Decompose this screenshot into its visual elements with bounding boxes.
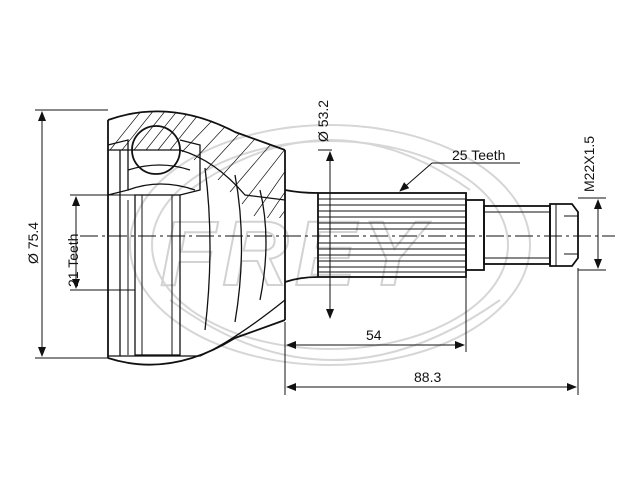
bell-housing <box>107 110 286 366</box>
dimension-thread: M22X1.5 <box>578 136 606 271</box>
label-outer-teeth: 25 Teeth <box>452 147 505 163</box>
brand-watermark: FREY <box>129 124 531 366</box>
dimension-shaft-length: 54 <box>284 277 467 395</box>
label-total-length: 88.3 <box>414 369 441 385</box>
dimension-outer-diameter: Ø 75.4 <box>25 109 108 359</box>
section-hatching <box>109 111 285 218</box>
label-housing-diameter: Ø 53.2 <box>315 100 331 142</box>
dimension-inner-teeth: 21 Teeth <box>65 194 135 291</box>
dimension-total-length: 88.3 <box>286 268 579 395</box>
watermark-text: FREY <box>160 203 431 305</box>
label-shaft-length: 54 <box>366 327 382 343</box>
label-inner-teeth: 21 Teeth <box>65 234 81 287</box>
ball-and-cage <box>107 125 201 356</box>
dimension-housing-diameter: Ø 53.2 <box>315 100 334 319</box>
label-thread: M22X1.5 <box>581 136 597 192</box>
label-outer-diameter: Ø 75.4 <box>25 222 41 264</box>
dimension-outer-teeth: 25 Teeth <box>399 147 520 192</box>
splined-shaft <box>284 189 579 283</box>
